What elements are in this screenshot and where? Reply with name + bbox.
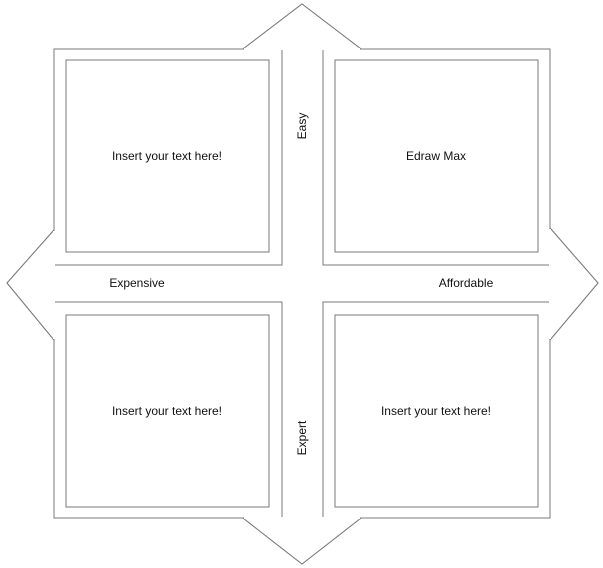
axis-label-right: Affordable: [439, 276, 494, 290]
quadrant-top-left[interactable]: [65, 59, 270, 253]
arrow-up: [241, 3, 363, 50]
axis-label-left: Expensive: [109, 276, 165, 290]
axis-label-top: Easy: [295, 113, 309, 140]
arrow-right: [549, 226, 599, 342]
quadrant-top-right[interactable]: [334, 59, 539, 253]
arrow-left: [6, 228, 55, 342]
quadrant-bottom-right-text[interactable]: Insert your text here!: [381, 404, 491, 418]
quadrant-bottom-left[interactable]: [65, 314, 270, 508]
quadrant-bottom-right[interactable]: [334, 314, 539, 508]
axis-label-bottom: Expert: [295, 420, 309, 455]
quadrant-top-right-text[interactable]: Edraw Max: [406, 149, 466, 163]
arrow-down: [241, 517, 363, 565]
quadrant-bottom-left-text[interactable]: Insert your text here!: [112, 404, 222, 418]
quadrant-top-left-text[interactable]: Insert your text here!: [112, 149, 222, 163]
